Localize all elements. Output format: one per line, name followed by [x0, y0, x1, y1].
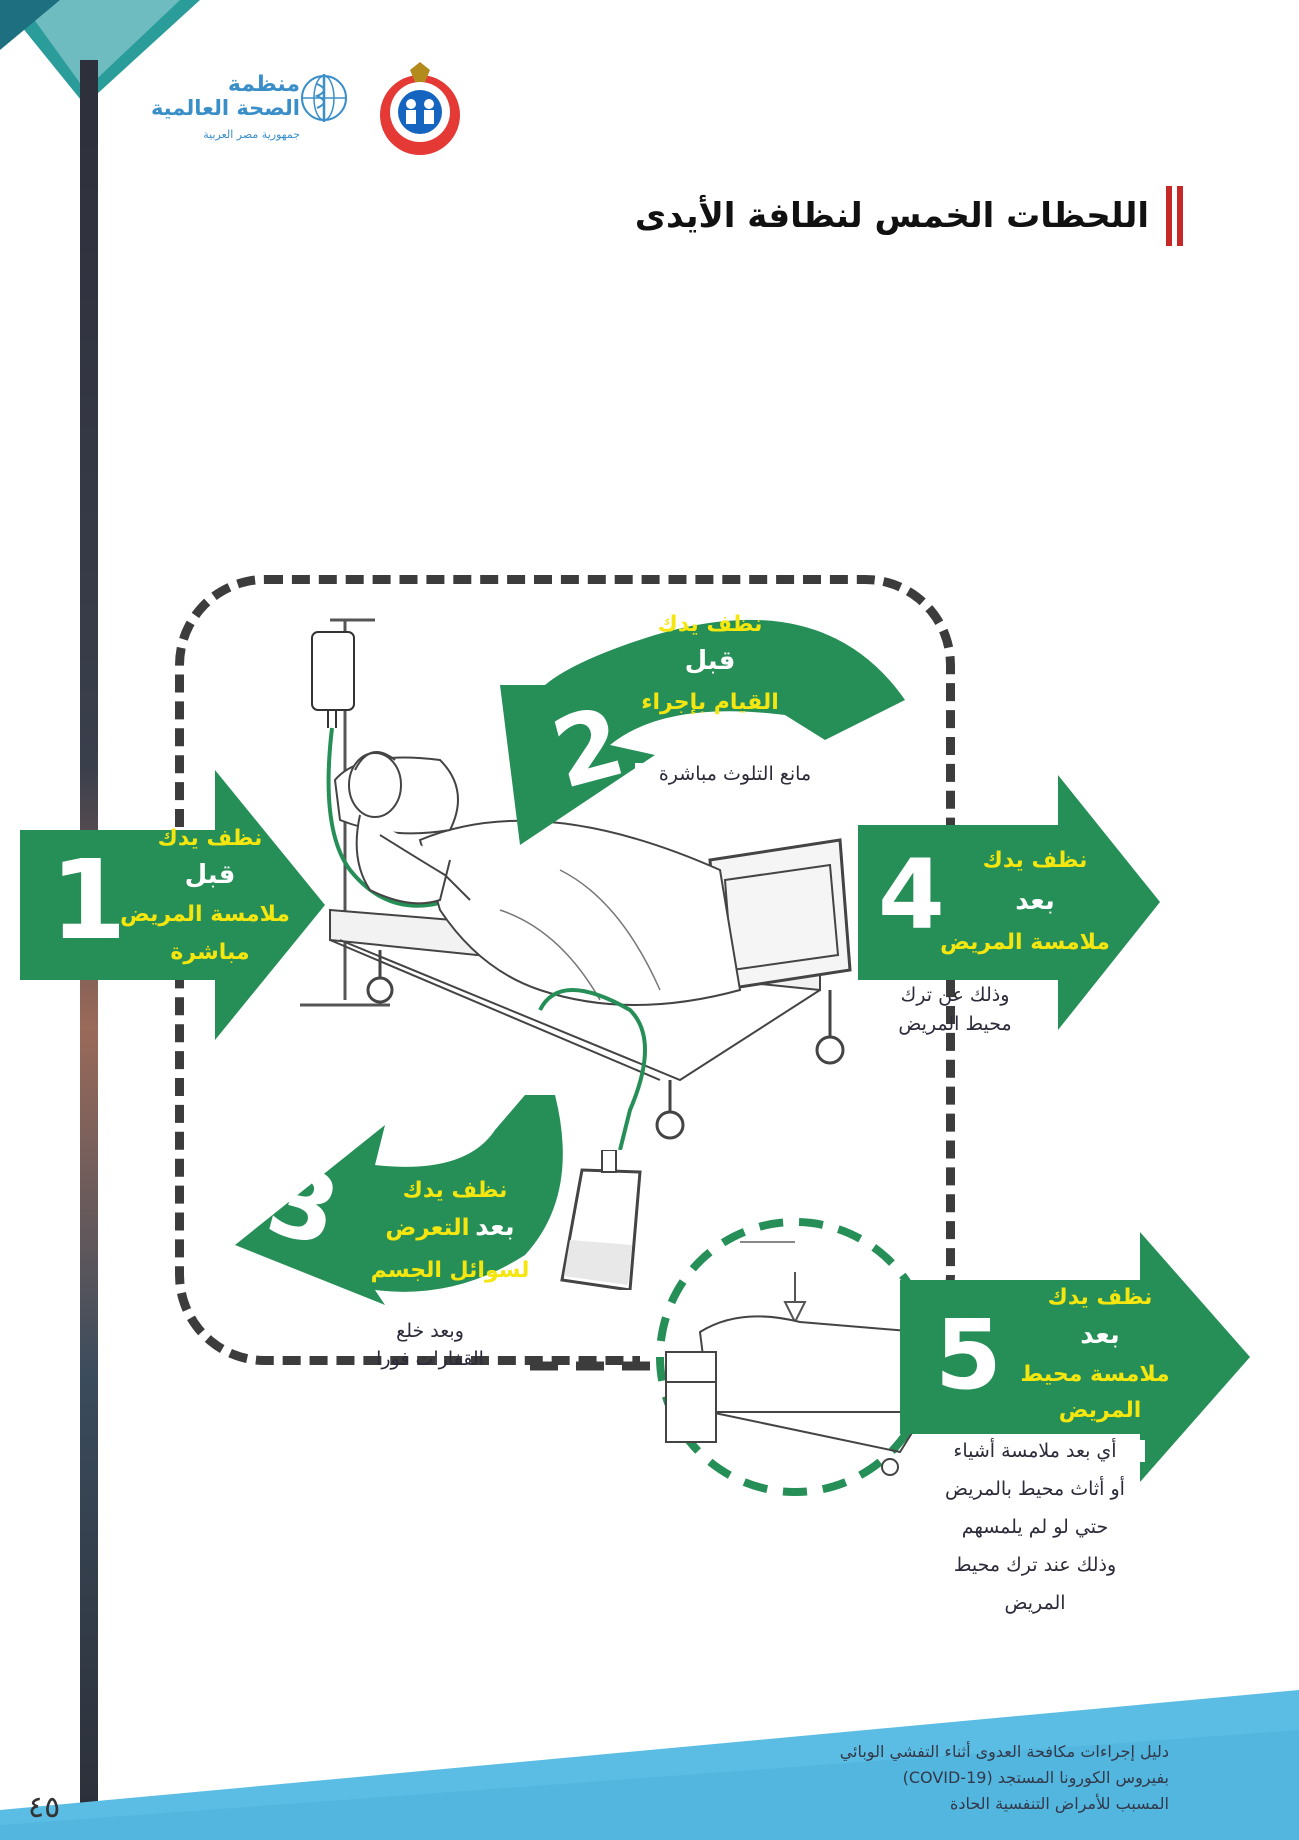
moment-4-note1: وذلك عن ترك — [900, 984, 1010, 1006]
page-number: ٤٥ — [28, 1790, 61, 1825]
moment-3-note2: القفازات فورا — [376, 1348, 484, 1370]
moment-3-line1: نظف يدك — [402, 1178, 508, 1203]
moment-4-number: 4 — [878, 839, 945, 951]
footer-line1: دليل إجراءات مكافحة العدوى أثناء التفشي … — [839, 1742, 1169, 1761]
moment-5-number: 5 — [935, 1299, 1002, 1411]
moment-2-line3: القيام بإجراء — [641, 690, 779, 715]
moment-3-line3: لسوائل الجسم — [370, 1258, 530, 1283]
moment-5-note1: أي بعد ملامسة أشياء — [925, 1440, 1145, 1462]
moment-5-note5: المريض — [1004, 1592, 1066, 1614]
moment-2-arrow — [500, 619, 905, 845]
moment-1-line4: مباشرة — [170, 940, 250, 965]
title-accent-bar — [1166, 186, 1172, 246]
moment-4-note2: محيط المريض — [898, 1013, 1012, 1035]
patient-surroundings-illustration — [656, 1218, 934, 1496]
footer-band — [0, 1690, 1299, 1840]
moment-1-arrow — [20, 770, 325, 1040]
who-name-line2: الصحة العالمية — [150, 96, 300, 120]
moment-3-arrow — [235, 1095, 563, 1305]
moment-2-line1: نظف يدك — [657, 612, 763, 637]
moment-3-after: بعد — [475, 1212, 515, 1242]
ministry-emblem-icon — [380, 62, 460, 155]
moment-5-note3: حتي لو لم يلمسهم — [961, 1516, 1109, 1538]
moment-5-arrow — [900, 1232, 1250, 1482]
moment-5-line2: بعد — [1080, 1320, 1120, 1350]
moment-2-note: مانع التلوث مباشرة — [635, 763, 835, 785]
who-country-line: جمهورية مصر العربية — [203, 128, 300, 141]
who-name-line1: منظمة — [227, 72, 300, 97]
moment-3-line2: بعد التعرض — [355, 1212, 545, 1242]
moment-1-line3: ملامسة المريض — [120, 902, 290, 927]
moment-5-line3: ملامسة محيط — [1020, 1362, 1170, 1387]
moment-2-line2: قبل — [684, 646, 736, 676]
moment-3-note1: وبعد خلع — [396, 1320, 464, 1342]
moment-1-number: 1 — [50, 836, 127, 964]
moment-3-exposure: التعرض — [385, 1215, 470, 1241]
moment-5-line1: نظف يدك — [1047, 1285, 1153, 1310]
corner-decoration — [0, 0, 200, 105]
moment-5-note2: أو أثاث محيط بالمريض — [945, 1478, 1125, 1500]
moment-4-arrow — [858, 775, 1160, 1030]
who-emblem-icon — [301, 74, 347, 122]
moment-4-line1: نظف يدك — [982, 848, 1088, 873]
footer-line2: بفيروس الكورونا المستجد (COVID-19) — [902, 1768, 1169, 1787]
patient-bed-illustration — [300, 618, 852, 1150]
moment-5-line4: المريض — [1058, 1398, 1142, 1423]
moment-1-line1: نظف يدك — [157, 826, 263, 851]
drainage-bag-illustration — [560, 1150, 642, 1290]
moment-4-line3: ملامسة المريض — [940, 930, 1110, 955]
page-title: اللحظات الخمس لنظافة الأيدى — [634, 196, 1149, 236]
footer-line3: المسبب للأمراض التنفسية الحادة — [949, 1794, 1169, 1813]
moment-1-line2: قبل — [184, 860, 236, 890]
dashed-frame-bottom — [530, 1361, 650, 1371]
title-accent-bar — [1177, 186, 1183, 246]
moment-4-line2: بعد — [1015, 886, 1055, 916]
moment-5-note4: وذلك عند ترك محيط — [953, 1554, 1117, 1576]
